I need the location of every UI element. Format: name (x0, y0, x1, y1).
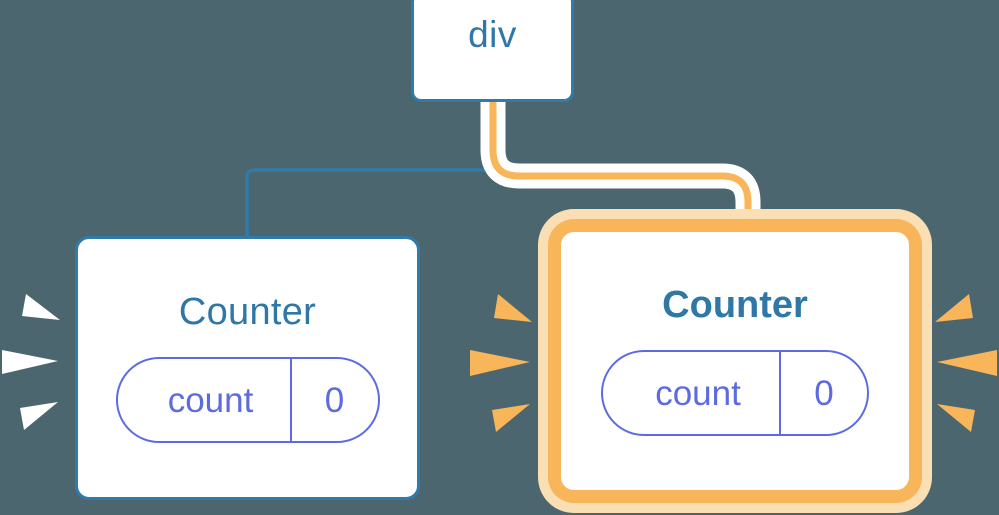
sparkle-ray-middle (2, 350, 58, 374)
sparkle-ray-upper (22, 294, 60, 320)
sparkle-ray-middle (937, 350, 997, 376)
sparkle-ray-upper (935, 294, 973, 322)
state-key-left: count (167, 380, 254, 420)
edge-div-to-counter-right (489, 96, 752, 240)
state-key-right: count (655, 373, 741, 413)
sparkle-ray-lower (20, 402, 58, 430)
node-counter-left-label: Counter (178, 291, 317, 333)
node-counter-right-label: Counter (662, 284, 808, 326)
sparkle-ray-upper (494, 294, 532, 322)
node-div-label: div (468, 13, 517, 55)
state-value-left: 0 (289, 359, 378, 441)
edge-div-to-counter-left (245, 98, 495, 242)
node-counter-right[interactable]: Counter count 0 (558, 229, 912, 493)
sparkle-group-right-left-side (470, 278, 542, 448)
node-div[interactable]: div (411, 0, 574, 102)
sparkle-ray-lower (492, 404, 530, 432)
edge-div-to-counter-right-halo (480, 87, 761, 249)
state-value-right: 0 (779, 352, 867, 434)
node-counter-left[interactable]: Counter count 0 (75, 236, 420, 500)
state-pill-right: count 0 (601, 350, 869, 436)
sparkle-ray-middle (470, 350, 530, 376)
sparkle-group-left-outer (2, 278, 74, 448)
state-pill-left: count 0 (115, 357, 380, 443)
sparkle-group-right-outer (925, 278, 997, 448)
sparkle-ray-lower (937, 404, 975, 432)
